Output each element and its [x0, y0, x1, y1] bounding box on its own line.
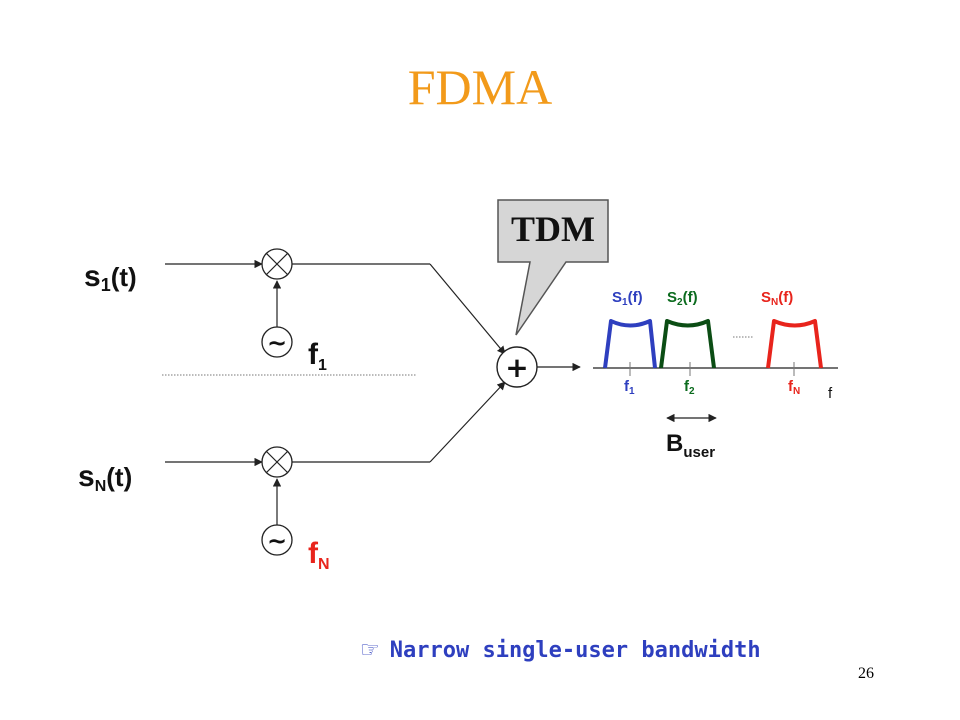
- bandwidth-label: Buser: [666, 430, 715, 461]
- tick-label-f1: f1: [624, 378, 635, 397]
- oscillator-fN-symbol: ~: [267, 527, 287, 555]
- spectrum-label-SN: SN(f): [761, 289, 793, 308]
- bullet-text: Narrow single-user bandwidth: [389, 638, 761, 663]
- mixer-N: [261, 446, 293, 478]
- spectrum-label-S2: S2(f): [667, 289, 698, 308]
- spectrum-label-S1: S1(f): [612, 289, 643, 308]
- adder-symbol: +: [505, 351, 528, 384]
- tdm-callout: TDM: [497, 199, 609, 336]
- page-number: 26: [858, 665, 874, 682]
- spectrum-band-N: [766, 319, 823, 369]
- spectrum-band-1: [603, 319, 657, 369]
- frequency-axis-label: f: [828, 385, 833, 402]
- input-s1-label: s1(t): [84, 260, 137, 295]
- tdm-callout-text: TDM: [511, 209, 595, 249]
- mixer-1-to-adder: [429, 263, 506, 355]
- bullet-point: ☞ Narrow single-user bandwidth: [360, 638, 761, 663]
- oscillator-f1-label: f1: [308, 338, 327, 374]
- mixer-N-to-adder: [429, 381, 506, 463]
- mixer-1: [261, 248, 293, 280]
- oscillator-fN: ~: [261, 524, 293, 556]
- pointing-hand-icon: ☞: [360, 638, 380, 663]
- tick-label-f2: f2: [684, 378, 695, 397]
- slide-title: FDMA: [407, 59, 553, 115]
- input-sN-label: sN(t): [78, 460, 132, 495]
- oscillator-f1: ~: [261, 326, 293, 358]
- spectrum-band-2: [659, 319, 716, 369]
- tick-label-fN: fN: [788, 378, 800, 397]
- adder: +: [496, 346, 538, 388]
- oscillator-f1-symbol: ~: [267, 329, 287, 357]
- oscillator-fN-label: fN: [308, 537, 330, 573]
